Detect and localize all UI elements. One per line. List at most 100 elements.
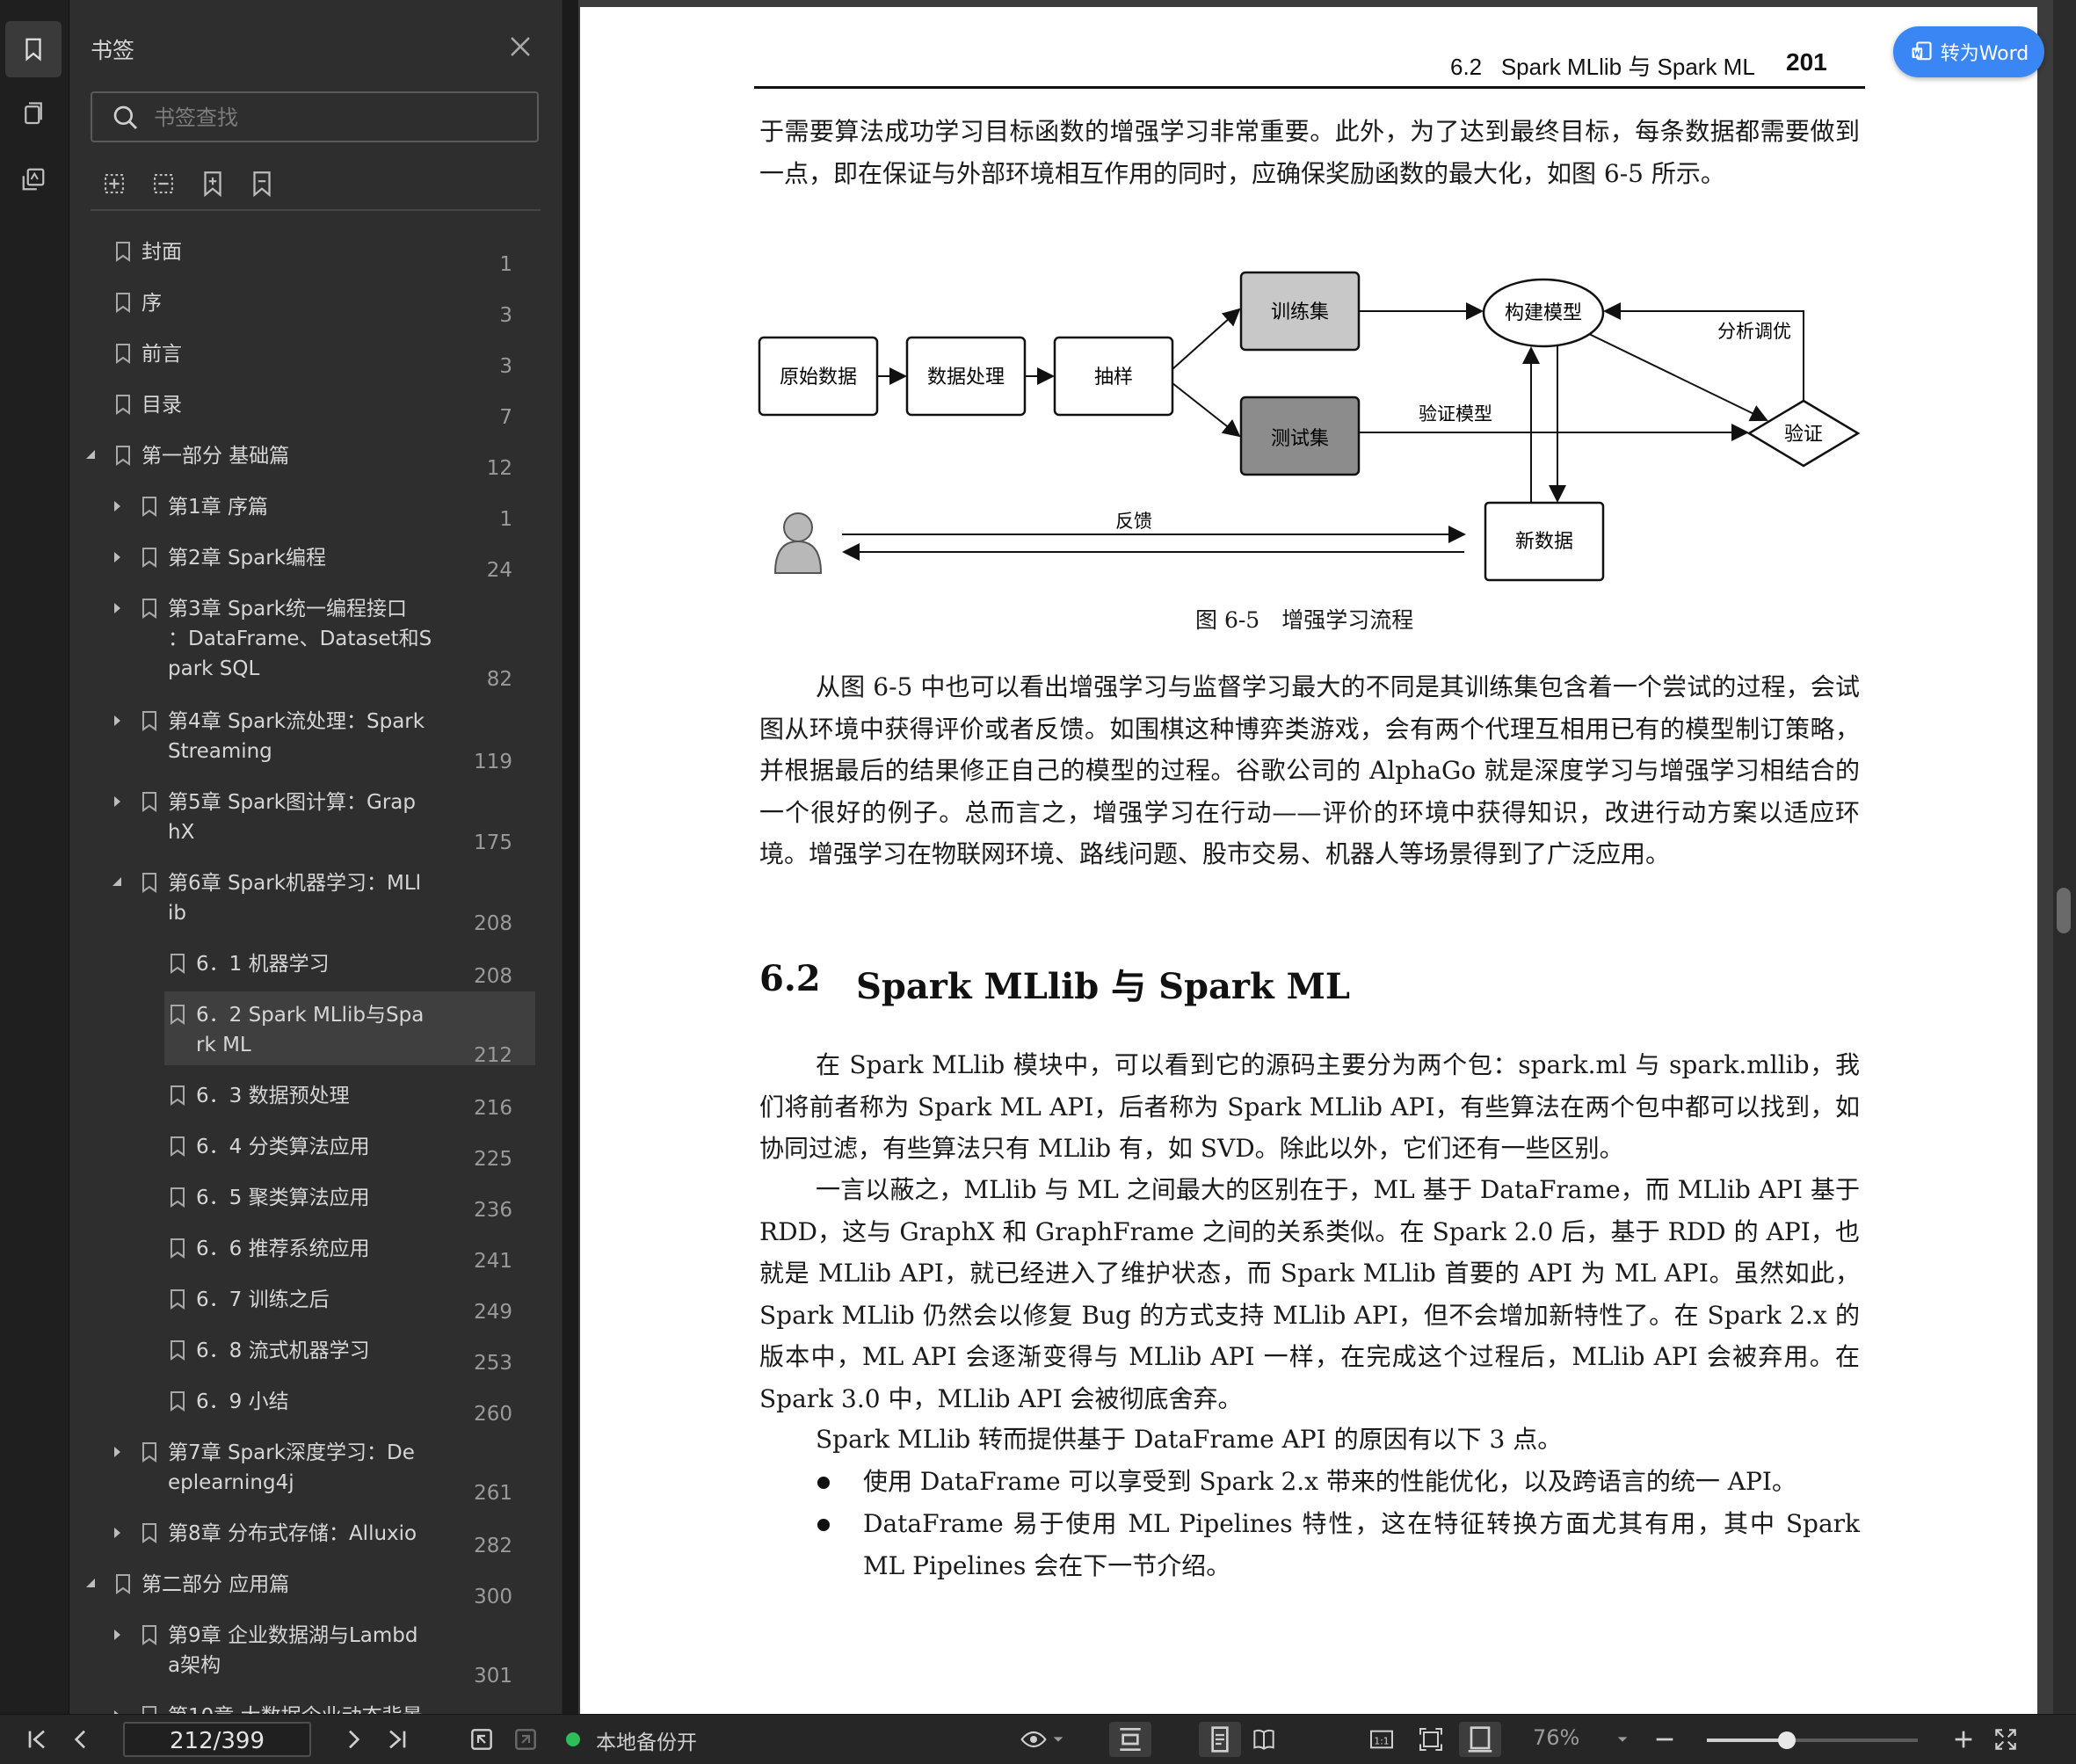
bookmark-page: 260 <box>474 1403 512 1426</box>
chevron-down-icon[interactable] <box>1051 1725 1065 1753</box>
bookmark-icon <box>142 548 156 568</box>
bookmark-label: 6．8 流式机器学习 <box>196 1339 370 1362</box>
bookmark-panel-button[interactable] <box>5 21 62 77</box>
bookmark-page: 3 <box>499 304 512 327</box>
collapsed-arrow-icon[interactable] <box>110 1526 124 1540</box>
figure-caption: 图 6-5 增强学习流程 <box>1195 607 1414 633</box>
fullscreen-icon[interactable] <box>1992 1725 2020 1753</box>
collapsed-arrow-icon[interactable] <box>110 601 124 615</box>
reinforcement-learning-diagram: 原始数据 数据处理 抽样 训练集 测试集 构建模型 验证 新数据 分析调优 验证… <box>758 271 1861 582</box>
fit-page-icon[interactable] <box>1417 1725 1445 1753</box>
thumbnail-panel-button[interactable] <box>5 86 62 142</box>
bookmark-search[interactable] <box>91 91 539 142</box>
collapse-all-icon[interactable] <box>149 169 178 199</box>
collapsed-arrow-icon[interactable] <box>110 795 124 809</box>
annotation-panel-button[interactable] <box>5 151 62 207</box>
single-page-button[interactable] <box>1199 1722 1241 1757</box>
first-page-icon[interactable] <box>23 1725 51 1753</box>
expanded-arrow-icon[interactable] <box>83 1577 98 1591</box>
test-label: 测试集 <box>1271 428 1329 450</box>
bookmark-icon <box>171 1085 185 1106</box>
actual-size-icon[interactable]: 1:1 <box>1368 1725 1396 1753</box>
expanded-arrow-icon[interactable] <box>83 448 98 462</box>
zoom-in-icon[interactable] <box>1949 1725 1978 1753</box>
bookmark-page: 241 <box>474 1250 512 1273</box>
bullet-dot <box>817 1477 830 1489</box>
bookmark-page: 3 <box>499 355 512 378</box>
page-number-input[interactable]: 212/399 <box>123 1722 311 1757</box>
bookmark-page: 216 <box>474 1097 512 1120</box>
collapsed-arrow-icon[interactable] <box>110 550 124 564</box>
zoom-slider[interactable] <box>1707 1731 1918 1749</box>
double-page-icon[interactable] <box>1250 1725 1278 1753</box>
expand-all-icon[interactable] <box>99 169 129 199</box>
bookmark-page: 253 <box>474 1352 512 1375</box>
next-page-icon[interactable] <box>339 1725 367 1753</box>
fit-height-button[interactable] <box>1459 1722 1501 1757</box>
search-input[interactable] <box>152 100 525 135</box>
bookmark-page: 175 <box>474 831 512 854</box>
bookmark-icon <box>171 1187 185 1208</box>
bookmark-icon <box>142 599 156 619</box>
document-scrollbar[interactable] <box>2053 0 2076 1714</box>
collapsed-arrow-icon[interactable] <box>110 499 124 513</box>
collapsed-arrow-icon[interactable] <box>110 1709 124 1714</box>
running-head: 6.2 Spark MLlib 与 Spark ML <box>1450 54 1755 80</box>
bookmark-icon <box>116 242 130 262</box>
remove-bookmark-icon[interactable] <box>247 169 277 199</box>
fit-width-button[interactable] <box>1109 1722 1151 1757</box>
panel-splitter[interactable] <box>563 0 578 1714</box>
close-icon[interactable] <box>505 32 535 62</box>
back-icon[interactable] <box>468 1725 496 1753</box>
backup-status[interactable]: 本地备份开 <box>596 1731 697 1754</box>
bookmark-icon <box>116 344 130 364</box>
zoom-dropdown-icon[interactable] <box>1615 1725 1630 1753</box>
user-icon <box>773 512 823 574</box>
bookmark-label: 第一部分 基础篇 <box>142 445 290 468</box>
bottom-toolbar: 212/399 本地备份开 1:1 76% <box>0 1714 2076 1764</box>
last-page-icon[interactable] <box>383 1725 411 1753</box>
bookmark-item[interactable]: 6．8 流式机器学习 253 <box>69 1336 535 1389</box>
collapsed-arrow-icon[interactable] <box>110 714 124 728</box>
forward-icon[interactable] <box>512 1725 540 1753</box>
collapsed-arrow-icon[interactable] <box>110 1628 124 1642</box>
add-bookmark-icon[interactable] <box>198 169 228 199</box>
paragraph-1: 于需要算法成功学习目标函数的增强学习非常重要。此外，为了达到最终目标，每条数据都… <box>759 117 1860 188</box>
convert-to-word-button[interactable]: 转为Word <box>1893 26 2044 77</box>
bookmark-icon <box>142 1625 156 1645</box>
eye-care-icon[interactable] <box>1020 1725 1048 1753</box>
document-scroll-thumb[interactable] <box>2057 888 2071 933</box>
collapsed-arrow-icon[interactable] <box>110 1445 124 1459</box>
zoom-slider-knob[interactable] <box>1778 1731 1797 1749</box>
zoom-out-icon[interactable] <box>1651 1725 1679 1753</box>
bookmark-label: 第3章 Spark统一编程接口 ：DataFrame、Dataset和S par… <box>168 598 432 680</box>
bookmark-item[interactable]: 第3章 Spark统一编程接口 ：DataFrame、Dataset和S par… <box>69 594 535 705</box>
bookmark-page: 300 <box>474 1586 512 1608</box>
expanded-arrow-icon[interactable] <box>110 875 124 889</box>
zoom-level[interactable]: 76% <box>1533 1725 1580 1750</box>
bookmark-item[interactable]: 第10章 大数据企业动态背景 <box>69 1702 535 1714</box>
prev-page-icon[interactable] <box>67 1725 95 1753</box>
